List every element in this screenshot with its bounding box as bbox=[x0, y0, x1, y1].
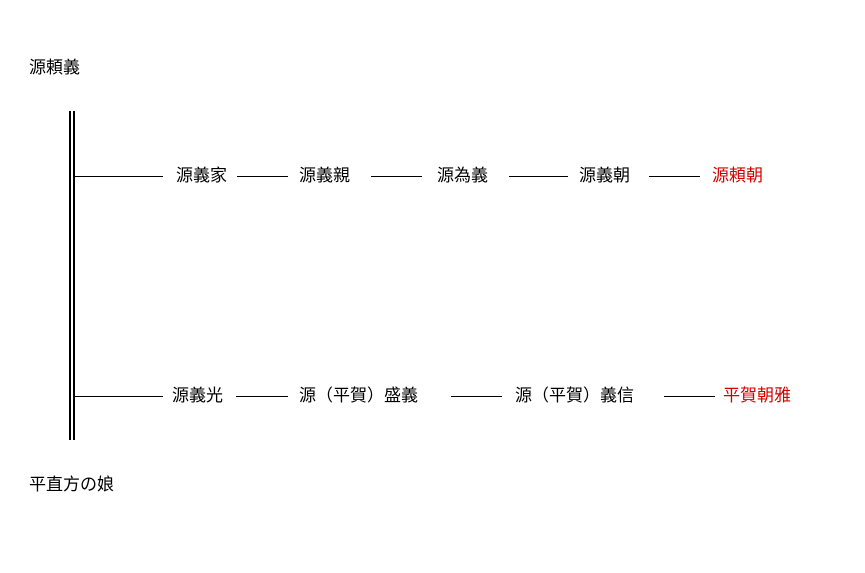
branch-2-stem bbox=[75, 396, 163, 397]
person-yoshichika: 源義親 bbox=[299, 166, 350, 186]
connector bbox=[451, 396, 502, 397]
person-yoshinobu: 源（平賀）義信 bbox=[515, 386, 634, 406]
marriage-line-left bbox=[69, 111, 71, 440]
person-yoshitomo: 源義朝 bbox=[579, 166, 630, 186]
connector bbox=[509, 176, 568, 177]
father-name: 源頼義 bbox=[29, 58, 80, 78]
connector bbox=[664, 396, 715, 397]
person-yoritomo: 源頼朝 bbox=[712, 166, 763, 186]
connector bbox=[237, 176, 288, 177]
connector bbox=[236, 396, 288, 397]
person-yoshimitsu: 源義光 bbox=[172, 386, 223, 406]
person-yoshiie: 源義家 bbox=[176, 166, 227, 186]
person-tameyoshi: 源為義 bbox=[437, 166, 488, 186]
person-moriyoshi: 源（平賀）盛義 bbox=[299, 386, 418, 406]
branch-1-stem bbox=[75, 176, 163, 177]
person-tomomasa: 平賀朝雅 bbox=[723, 386, 791, 406]
connector bbox=[649, 176, 700, 177]
marriage-line-right bbox=[73, 111, 75, 440]
mother-name: 平直方の娘 bbox=[29, 475, 114, 495]
connector bbox=[371, 176, 422, 177]
